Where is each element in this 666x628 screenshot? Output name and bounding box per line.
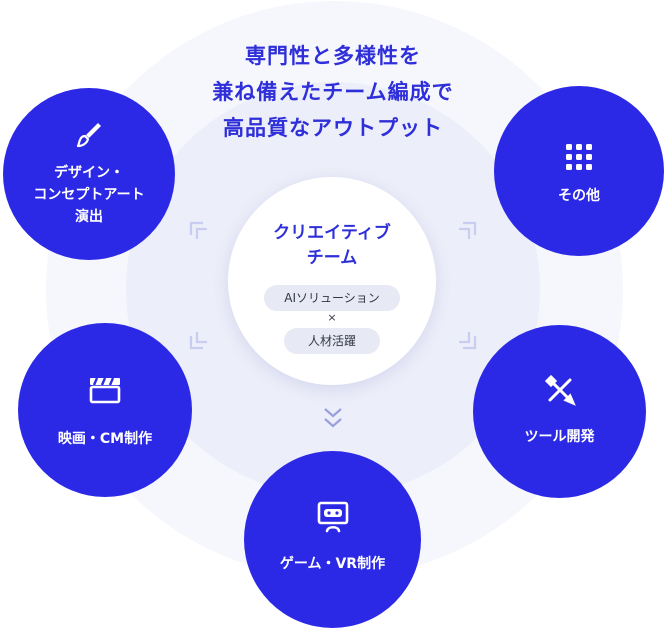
center-creative-team: クリエイティブ チーム AIソリューション × 人材活躍 <box>228 177 436 385</box>
node-game: ゲーム・VR制作 <box>244 451 421 628</box>
talent-pill: 人材活躍 <box>284 328 380 354</box>
node-design-line-3: 演出 <box>75 209 103 225</box>
node-design-label: デザイン・ コンセプトアート 演出 <box>3 162 175 228</box>
brush-icon <box>76 123 101 148</box>
arrow-up-right-icon <box>459 221 477 239</box>
node-other-label: その他 <box>558 188 600 204</box>
node-game-label: ゲーム・VR制作 <box>279 556 386 572</box>
node-other: その他 <box>494 86 664 256</box>
arrow-down-right-icon <box>459 332 477 350</box>
node-film-label: 映画・CM制作 <box>57 431 153 447</box>
node-tools-label: ツール開発 <box>524 429 595 445</box>
headline-line-1: 専門性と多様性を <box>245 44 421 68</box>
arrow-down-icon <box>324 408 342 428</box>
arrow-down-left-icon <box>189 332 207 350</box>
vr-monitor-icon <box>317 501 349 533</box>
grid-dots-icon <box>566 144 592 170</box>
headline-line-2: 兼ね備えたチーム編成で <box>212 80 454 104</box>
center-title-line-2: チーム <box>306 248 358 268</box>
node-design-line-2: コンセプトアート <box>33 187 145 203</box>
node-tools: ツール開発 <box>473 325 646 498</box>
arrow-up-left-icon <box>189 221 207 239</box>
cross-symbol: × <box>327 311 337 324</box>
node-film: 映画・CM制作 <box>18 323 192 497</box>
center-title: クリエイティブ チーム <box>228 221 436 271</box>
headline: 専門性と多様性を 兼ね備えたチーム編成で 高品質なアウトプット <box>150 38 516 146</box>
tools-icon <box>544 374 576 406</box>
headline-line-3: 高品質なアウトプット <box>223 116 443 140</box>
ai-solution-pill: AIソリューション <box>264 285 400 311</box>
clapperboard-icon <box>89 377 121 404</box>
node-design: デザイン・ コンセプトアート 演出 <box>3 88 175 260</box>
center-title-line-1: クリエイティブ <box>273 223 391 243</box>
node-design-line-1: デザイン・ <box>54 165 124 181</box>
